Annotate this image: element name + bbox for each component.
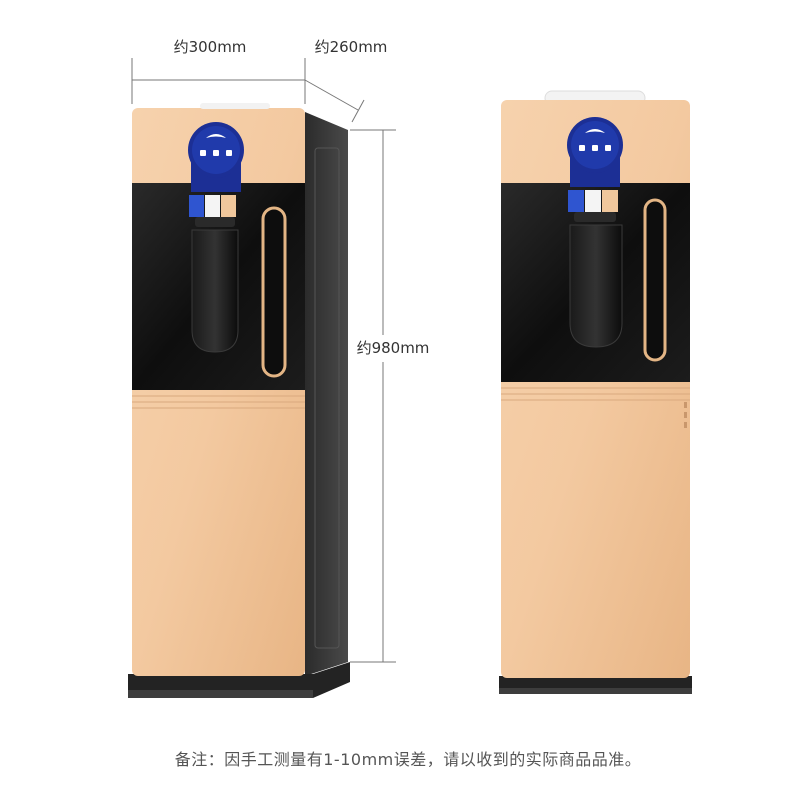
width-label: 约300mm [174,38,247,56]
water-taps [568,190,618,222]
width-dimension [131,58,306,104]
cup-recess [191,229,239,353]
cabinet-handle [643,198,667,362]
height-label: 约980mm [357,339,430,357]
cup-recess [569,224,623,348]
control-panel [188,122,244,192]
depth-label: 约260mm [315,38,388,56]
side-vents [684,402,687,428]
height-dimension [350,129,396,663]
measurement-note: 备注：因手工测量有1-10mm误差，请以收到的实际商品品准。 [175,750,642,769]
water-taps [189,195,236,227]
control-panel [567,117,623,187]
water-dispenser-angled [128,103,350,698]
cabinet-handle [261,206,287,378]
water-dispenser-front [499,90,692,694]
base [128,662,350,698]
decor-stripes [132,395,305,409]
depth-dimension [304,79,365,123]
decor-stripes [501,387,690,401]
side-panel [305,112,348,676]
